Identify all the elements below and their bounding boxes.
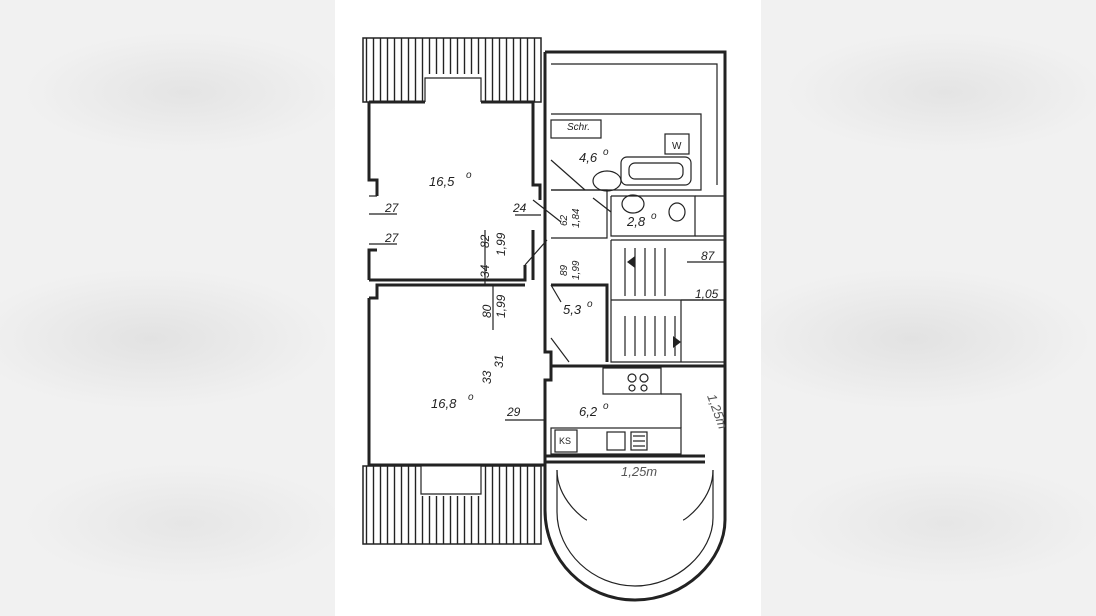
fixture-labels: Schr. W KS xyxy=(559,122,682,446)
floor-plan-drawing: 16,5 o 16,8 o 4,6 o 2,8 o 5,3 o 6,2 o Sc… xyxy=(362,37,731,602)
stove xyxy=(602,367,662,395)
counter xyxy=(550,427,682,455)
dim-stair-1: 87 xyxy=(701,249,716,263)
dimension-lines xyxy=(369,213,725,421)
floor-plan-sheet: 16,5 o 16,8 o 4,6 o 2,8 o 5,3 o 6,2 o Sc… xyxy=(335,0,761,616)
right-block-walls xyxy=(543,50,727,520)
kitchen-sink xyxy=(606,431,626,451)
dim-hand-2: 1,25m xyxy=(621,464,657,479)
dim-bottom-wall-3: 33 xyxy=(480,370,494,384)
hall-area-unit: o xyxy=(587,299,593,310)
dim-bottom-wall-1: 80 xyxy=(480,304,494,318)
bottom-terrace xyxy=(362,460,542,545)
dim-hall-c: 89 xyxy=(559,264,570,276)
left-rooms-walls xyxy=(367,100,553,467)
wc-area: 2,8 xyxy=(626,214,646,229)
hall-area: 5,3 xyxy=(563,302,582,317)
kitchen-area: 6,2 xyxy=(579,404,598,419)
toilet xyxy=(668,202,686,222)
blurred-background-right xyxy=(761,0,1096,616)
dim-hall-a: 62 xyxy=(559,214,570,226)
dim-stair-2: 1,05 xyxy=(695,287,719,301)
bath-area: 4,6 xyxy=(579,150,598,165)
dim-hall-b: 1,84 xyxy=(571,208,582,228)
wc-area-unit: o xyxy=(651,211,657,222)
dim-bottom-door: 29 xyxy=(506,405,521,419)
kitchen-fixtures xyxy=(550,367,682,455)
dim-left-niche-1: 27 xyxy=(384,201,400,215)
dim-top-wall-3: 34 xyxy=(478,264,492,278)
dim-bottom-wall-4: 31 xyxy=(492,355,506,368)
top-terrace xyxy=(362,37,542,108)
bath-area-unit: o xyxy=(603,147,609,158)
dim-top-door: 24 xyxy=(512,201,527,215)
dim-hall-d: 1,99 xyxy=(571,260,582,280)
room-bottom-area-unit: o xyxy=(468,392,474,403)
washer-box xyxy=(664,133,690,155)
bathtub xyxy=(620,156,692,186)
dim-left-niche-2: 27 xyxy=(384,231,400,245)
room-top-area-unit: o xyxy=(466,170,472,181)
cabinet-label: Schr. xyxy=(567,122,590,133)
dim-top-wall-1: 82 xyxy=(478,234,492,248)
door-swings xyxy=(524,159,612,363)
dim-hand-1: 1,25m xyxy=(704,392,731,431)
staircase xyxy=(624,248,681,356)
room-bottom-area: 16,8 xyxy=(431,396,457,411)
room-area-labels: 16,5 o 16,8 o 4,6 o 2,8 o 5,3 o 6,2 o xyxy=(429,147,657,419)
wc-sink xyxy=(621,194,645,214)
dim-top-wall-2: 1,99 xyxy=(494,232,508,256)
fridge-box xyxy=(554,429,578,453)
bath-fixtures xyxy=(550,119,692,222)
blurred-background-left xyxy=(0,0,335,616)
kitchen-area-unit: o xyxy=(603,401,609,412)
washer-label: W xyxy=(672,141,682,152)
sink xyxy=(592,170,622,192)
dim-bottom-wall-2: 1,99 xyxy=(494,294,508,318)
fridge-label: KS xyxy=(559,436,571,446)
bay-window xyxy=(543,462,727,602)
room-top-area: 16,5 xyxy=(429,174,455,189)
